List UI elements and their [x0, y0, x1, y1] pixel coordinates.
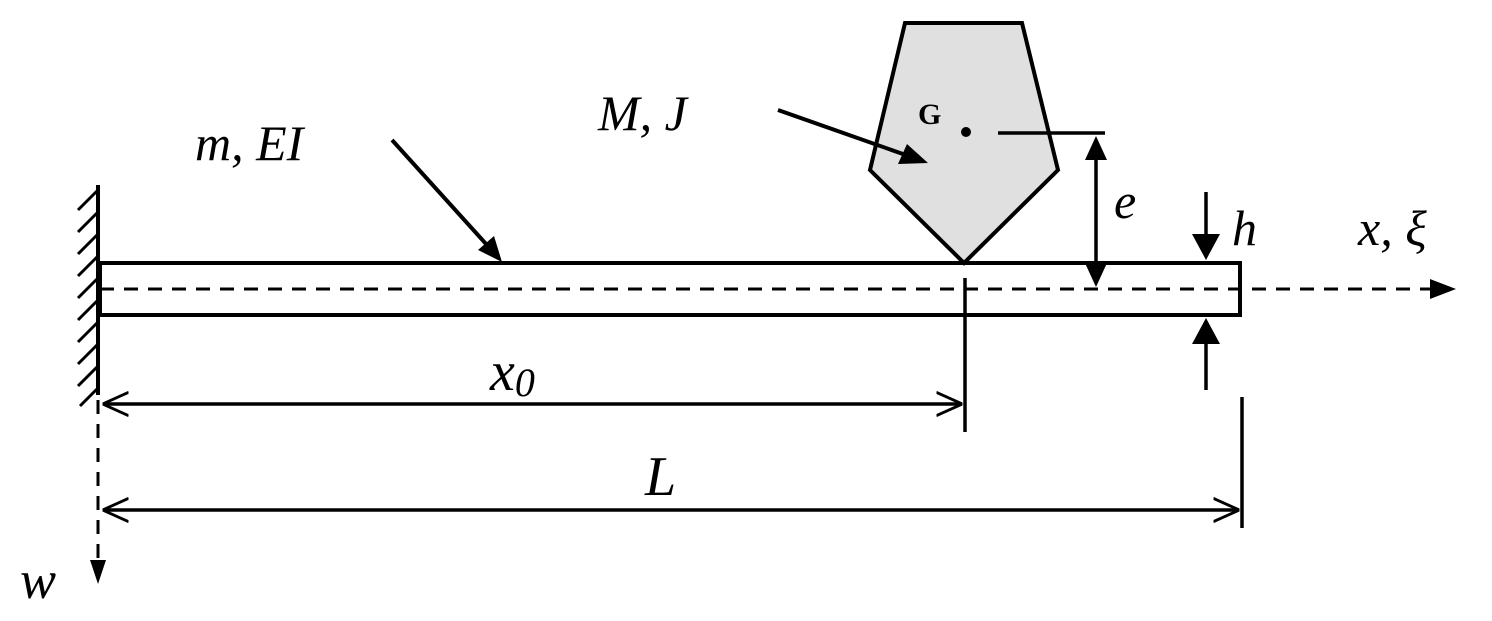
- beam-leader-arrowhead: [478, 236, 502, 262]
- w-axis-arrowhead: [90, 560, 106, 584]
- wall-hatching: [76, 188, 100, 408]
- thickness-arrowhead-bottom: [1192, 318, 1220, 344]
- mass-leader-arrow: [777, 108, 921, 162]
- eccentricity-label: e: [1114, 173, 1136, 229]
- center-of-gravity-label: G: [918, 98, 941, 131]
- length-label: L: [644, 446, 676, 508]
- eccentricity-dimension: [998, 131, 1105, 283]
- x-axis-label: x, ξ: [1357, 200, 1427, 256]
- thickness-label: h: [1232, 200, 1257, 256]
- x0-label: x0: [489, 341, 535, 405]
- beam-properties-label: m, EI: [195, 115, 306, 171]
- eccentricity-arrowhead-top: [1085, 136, 1107, 160]
- w-axis-label: w: [20, 550, 56, 610]
- thickness-arrowhead-top: [1192, 234, 1220, 260]
- attached-mass: [867, 21, 1061, 266]
- mass-leader-arrowhead: [898, 144, 928, 164]
- center-of-gravity-dot: [961, 127, 971, 137]
- x-axis-arrowhead: [1430, 279, 1456, 299]
- beam-leader-arrow: [390, 138, 498, 257]
- eccentricity-arrowhead-bottom: [1085, 263, 1107, 287]
- fixed-support-wall: [76, 185, 100, 408]
- mass-properties-label: M, J: [597, 85, 690, 141]
